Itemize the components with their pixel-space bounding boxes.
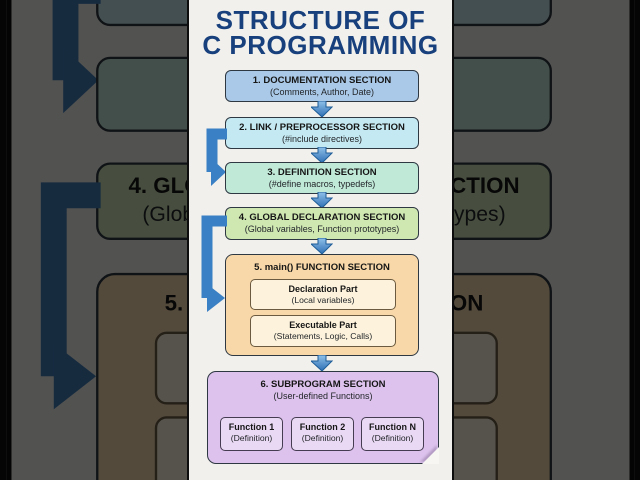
box-subtitle: (#include directives): [281, 134, 363, 144]
down-arrow-icon: [311, 238, 333, 254]
flow-box-preprocessor: 2. LINK / PREPROCESSOR SECTION (#include…: [225, 117, 419, 149]
box-subtitle: (Definition): [301, 433, 344, 443]
box-subtitle: (Global variables, Function prototypes): [244, 224, 400, 234]
flow-box-global-declaration: 4. GLOBAL DECLARATION SECTION (Global va…: [225, 207, 419, 240]
box-heading: Executable Part: [289, 320, 357, 330]
box-subtitle: (Local variables): [291, 295, 355, 305]
elbow-arrow-icon: [201, 215, 227, 312]
inner-box-function-1: Function 1 (Definition): [220, 417, 283, 451]
inner-box-declaration-part: Declaration Part (Local variables): [250, 279, 396, 310]
box-heading: 2. LINK / PREPROCESSOR SECTION: [239, 122, 405, 133]
inner-box-executable-part: Executable Part (Statements, Logic, Call…: [250, 315, 396, 347]
box-heading: Function 1: [228, 422, 275, 432]
box-subtitle: (Definition): [371, 433, 414, 443]
box-subtitle: (User-defined Functions): [273, 391, 373, 401]
down-arrow-icon: [311, 101, 333, 117]
flow-box-main-function: 5. main() FUNCTION SECTION Declaration P…: [225, 254, 419, 356]
inner-box-function-n: Function N (Definition): [361, 417, 424, 451]
page-curl-decoration: [422, 447, 439, 464]
elbow-arrow-icon: [206, 128, 227, 186]
box-heading: Declaration Part: [288, 284, 358, 294]
box-heading: 5. main() FUNCTION SECTION: [254, 262, 390, 273]
box-heading: 4. GLOBAL DECLARATION SECTION: [238, 212, 406, 223]
box-heading: Function N: [369, 422, 416, 432]
box-subtitle: (Statements, Logic, Calls): [273, 331, 373, 341]
down-arrow-icon: [311, 355, 333, 371]
title-line2: C PROGRAMMING: [202, 30, 439, 60]
inner-box-function-2: Function 2 (Definition): [291, 417, 354, 451]
box-heading: 1. DOCUMENTATION SECTION: [252, 75, 392, 86]
down-arrow-icon: [311, 192, 333, 208]
down-arrow-icon: [311, 147, 333, 163]
box-subtitle: (Definition): [230, 433, 273, 443]
box-heading: 3. DEFINITION SECTION: [267, 167, 377, 178]
flow-box-documentation: 1. DOCUMENTATION SECTION (Comments, Auth…: [225, 70, 419, 102]
flow-box-subprogram: 6. SUBPROGRAM SECTION (User-defined Func…: [207, 371, 439, 464]
box-heading: Function 2: [299, 422, 346, 432]
box-subtitle: (#define macros, typedefs): [268, 179, 376, 189]
box-heading: 6. SUBPROGRAM SECTION: [260, 379, 386, 390]
box-subtitle: (Comments, Author, Date): [269, 87, 375, 97]
flow-box-definition: 3. DEFINITION SECTION (#define macros, t…: [225, 162, 419, 194]
